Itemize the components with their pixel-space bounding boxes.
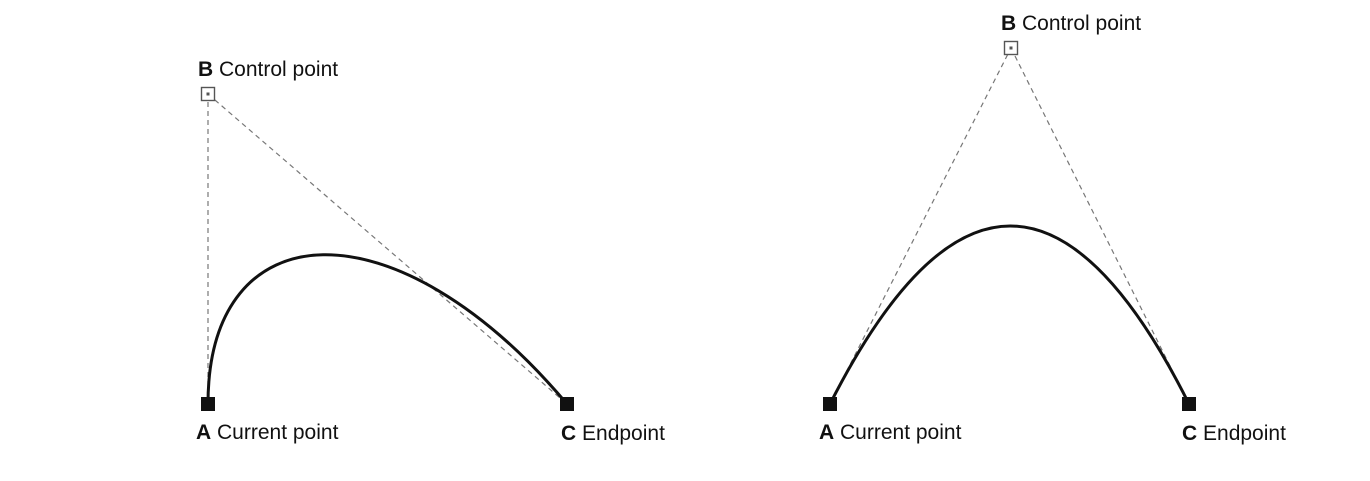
point-letter: B [1001,12,1017,35]
guide-line-a-b [829,47,1012,405]
label-current-point: A Current point [196,421,338,445]
label-control-point: B Control point [1001,12,1141,36]
point-letter: A [819,421,835,444]
current-point-icon [201,397,215,411]
guide-line-b-c [207,93,568,405]
bezier-curve [828,224,1191,405]
guide-line-b-c [1010,47,1190,405]
point-text: Control point [1022,12,1142,35]
point-letter: C [1182,422,1198,445]
label-control-point: B Control point [198,58,338,82]
point-letter: C [561,422,577,445]
point-text: Control point [219,58,339,81]
diagram-left [200,86,574,411]
current-point-icon [823,397,837,411]
endpoint-icon [1182,397,1196,411]
label-endpoint: C Endpoint [561,422,665,446]
point-text: Current point [217,421,339,444]
center-dot-icon [206,92,210,96]
center-dot-icon [1009,46,1013,50]
point-text: Endpoint [582,422,665,445]
point-text: Endpoint [1203,422,1286,445]
label-endpoint: C Endpoint [1182,422,1286,446]
point-text: Current point [840,421,962,444]
endpoint-icon [560,397,574,411]
point-letter: A [196,421,212,444]
label-current-point: A Current point [819,421,961,445]
point-letter: B [198,58,214,81]
bezier-curve [206,253,569,405]
diagram-right [823,40,1196,411]
